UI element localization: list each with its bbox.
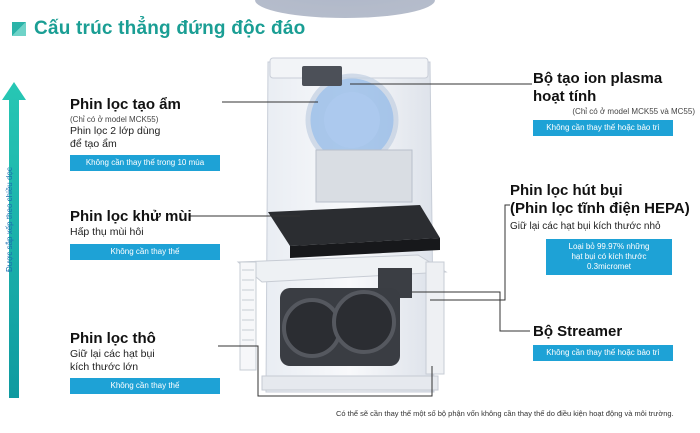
streamer-badge: Không cần thay thế hoặc bảo trì <box>533 345 673 361</box>
hepa-filter-badge: Loại bỏ 99.97% những hạt bụi có kích thư… <box>546 239 672 275</box>
deodorizing-filter <box>268 205 440 246</box>
deodorizing-filter-heading: Phin lọc khử mùi <box>70 208 192 225</box>
vertical-arrow-label: Được sắp xếp theo chiều dọc <box>5 167 14 273</box>
hepa-filter-badge-line-1: Loại bỏ 99.97% những <box>568 242 650 251</box>
fan-left <box>282 298 342 358</box>
humidifier-filter-desc-1: Phin lọc 2 lớp dùng <box>70 125 161 137</box>
streamer-heading: Bộ Streamer <box>533 323 623 340</box>
humidifier-filter-heading: Phin lọc tạo ẩm <box>70 96 181 113</box>
purifier-base <box>261 375 439 391</box>
plasma-ion-label: Bộ tạo ion plasma hoạt tính (Chỉ có ở mo… <box>533 70 695 136</box>
plasma-ion-badge: Không cần thay thế hoặc bảo trì <box>533 120 673 136</box>
title-row: Cấu trúc thẳng đứng độc đáo <box>12 18 305 40</box>
humidifier-filter-desc-2: để tạo ẩm <box>70 138 117 150</box>
prefilter-badge: Không cần thay thế <box>70 378 220 394</box>
plasma-ion-note: (Chỉ có ở model MCK55 và MC55) <box>572 107 695 116</box>
water-tank <box>315 149 413 203</box>
fan-right <box>332 290 396 354</box>
plasma-ion-heading-2: hoạt tính <box>533 88 597 105</box>
page-title: Cấu trúc thẳng đứng độc đáo <box>34 18 306 39</box>
prefilter-heading: Phin lọc thô <box>70 330 156 347</box>
prefilter-label: Phin lọc thô Giữ lại các hạt bụi kích th… <box>70 330 220 394</box>
prefilter-desc-1: Giữ lại các hạt bụi <box>70 348 155 360</box>
deodorizing-filter-label: Phin lọc khử mùi Hấp thụ mùi hôi Không c… <box>70 208 220 260</box>
humidifier-filter-note: (Chỉ có ở model MCK55) <box>70 115 159 124</box>
airflow-top <box>215 0 475 70</box>
hepa-filter-badge-line-2: hạt bụi có kích thước 0.3micromet <box>571 252 647 271</box>
plasma-unit <box>302 66 342 86</box>
deodorizing-filter-desc: Hấp thụ mùi hôi <box>70 226 144 238</box>
deodorizing-filter-badge: Không cần thay thế <box>70 244 220 260</box>
streamer-label: Bộ Streamer Không cần thay thế hoặc bảo … <box>533 323 683 361</box>
hepa-filter-heading-2: (Phin lọc tĩnh điện HEPA) <box>510 200 690 217</box>
humidifier-filter-badge: Không cần thay thế trong 10 mùa <box>70 155 220 171</box>
humidifier-wheel-inner <box>324 92 380 148</box>
hepa-filter-heading-1: Phin lọc hút bụi <box>510 182 623 199</box>
prefilter-mesh <box>425 261 445 375</box>
plasma-ion-heading-1: Bộ tạo ion plasma <box>533 70 663 87</box>
hepa-filter-label: Phin lọc hút bụi (Phin lọc tĩnh điện HEP… <box>510 182 696 275</box>
hepa-filter-desc: Giữ lại các hạt bụi kích thước nhỏ <box>510 221 661 232</box>
deodorizing-filter-front <box>290 238 440 258</box>
humidifier-filter-label: Phin lọc tạo ẩm (Chỉ có ở model MCK55) P… <box>70 96 220 171</box>
hepa-filter-pleats <box>239 261 257 371</box>
footnote: Có thể sẽ cần thay thế một số bộ phận vố… <box>336 409 674 418</box>
airflow-top-dark <box>255 0 435 18</box>
prefilter-desc-2: kích thước lớn <box>70 361 139 373</box>
vertical-arrow <box>2 82 26 398</box>
leader-lines <box>190 83 532 397</box>
title-square-icon <box>12 22 26 36</box>
